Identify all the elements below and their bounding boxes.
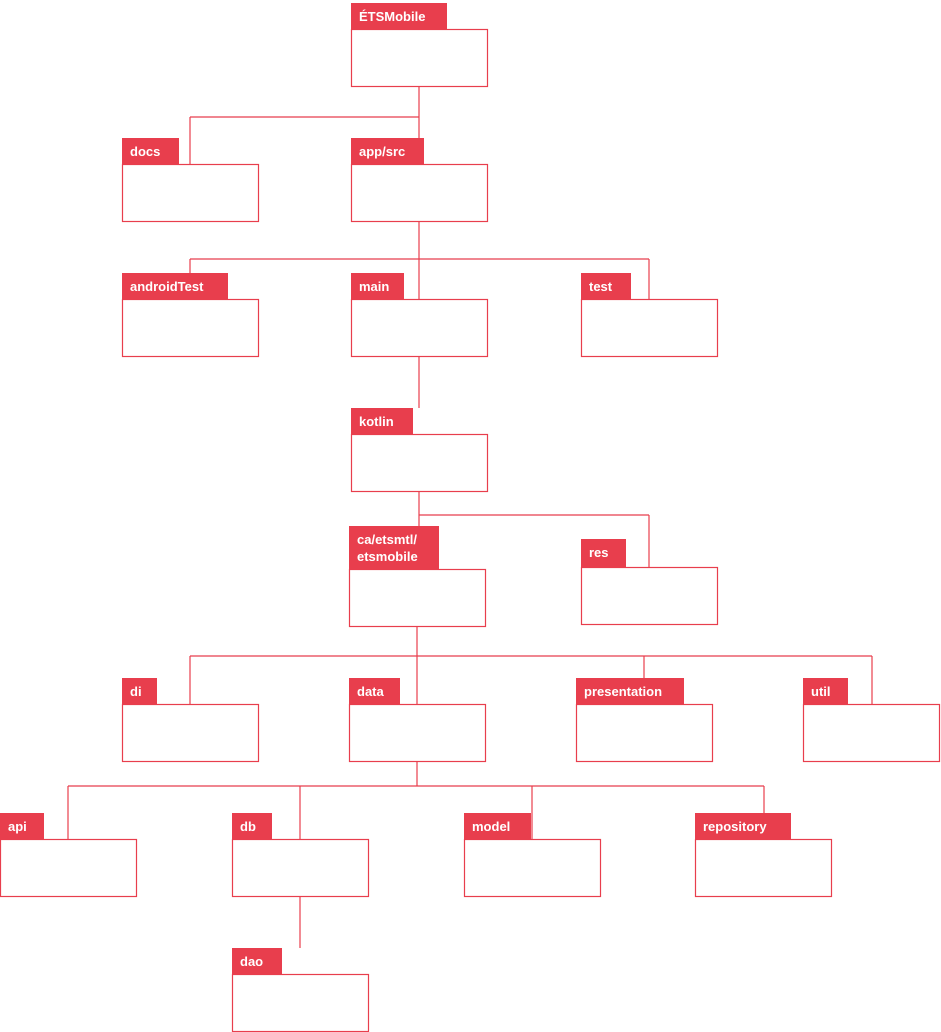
folder-box <box>694 838 833 898</box>
connector-etsmobile <box>189 86 420 164</box>
connector-data <box>67 761 765 839</box>
folder-tab <box>122 273 228 299</box>
folder-tab <box>232 813 272 839</box>
folder-label: ÉTSMobile <box>359 9 425 24</box>
folder-label: app/src <box>359 144 405 159</box>
folder-label: presentation <box>584 684 662 699</box>
folder-box <box>121 298 260 358</box>
folder-api: api <box>0 813 138 898</box>
folder-label: kotlin <box>359 414 394 429</box>
folder-di: di <box>121 678 260 763</box>
folder-box <box>350 28 489 88</box>
folder-tab <box>232 948 282 974</box>
folder-box <box>231 838 370 898</box>
folder-box <box>231 973 370 1032</box>
folder-label: model <box>472 819 510 834</box>
folder-tab <box>803 678 848 704</box>
connector-ca <box>189 626 873 704</box>
folder-label: main <box>359 279 389 294</box>
folder-label: androidTest <box>130 279 204 294</box>
folder-box <box>463 838 602 898</box>
folder-res: res <box>580 539 719 626</box>
folder-presentation: presentation <box>575 678 714 763</box>
folder-model: model <box>463 813 602 898</box>
folder-label: api <box>8 819 27 834</box>
folder-box <box>802 703 941 763</box>
folder-tab <box>351 408 413 434</box>
folder-repository: repository <box>694 813 833 898</box>
tree-nodes: ÉTSMobile docs app/src androidTest main test k… <box>0 3 941 1032</box>
folder-label: repository <box>703 819 767 834</box>
folder-tab <box>0 813 44 839</box>
folder-tab <box>581 539 626 567</box>
folder-tab <box>122 138 179 164</box>
connector-appsrc <box>189 221 650 299</box>
folder-label: test <box>589 279 613 294</box>
folder-box <box>348 568 487 628</box>
folder-kotlin: kotlin <box>350 408 489 493</box>
folder-ca: ca/etsmtl/etsmobile <box>348 526 487 628</box>
folder-box <box>0 838 138 898</box>
folder-label: db <box>240 819 256 834</box>
folder-label: etsmobile <box>357 549 418 564</box>
folder-tab <box>695 813 791 839</box>
folder-label: res <box>589 545 609 560</box>
folder-tab <box>122 678 157 704</box>
folder-docs: docs <box>121 138 260 223</box>
folder-tab <box>576 678 684 704</box>
folder-etsmobile: ÉTSMobile <box>350 3 489 88</box>
folder-main: main <box>350 273 489 358</box>
folder-tab <box>351 3 447 29</box>
folder-tab <box>349 526 439 569</box>
folder-box <box>350 433 489 493</box>
folder-test: test <box>580 273 719 358</box>
folder-box <box>580 566 719 626</box>
folder-label: util <box>811 684 831 699</box>
folder-label: di <box>130 684 142 699</box>
folder-box <box>121 163 260 223</box>
folder-tab <box>581 273 631 299</box>
folder-tab <box>351 138 424 164</box>
folder-box <box>348 703 487 763</box>
folder-box <box>575 703 714 763</box>
folder-label: docs <box>130 144 160 159</box>
folder-label: data <box>357 684 385 699</box>
folder-util: util <box>802 678 941 763</box>
folder-tab <box>351 273 404 299</box>
folder-label: ca/etsmtl/ <box>357 532 417 547</box>
folder-box <box>121 703 260 763</box>
folder-tab <box>349 678 400 704</box>
folder-appsrc: app/src <box>350 138 489 223</box>
folder-androidtest: androidTest <box>121 273 260 358</box>
folder-box <box>350 298 489 358</box>
folder-db: db <box>231 813 370 898</box>
folder-box <box>350 163 489 223</box>
folder-tab <box>464 813 531 839</box>
folder-data: data <box>348 678 487 763</box>
folder-box <box>580 298 719 358</box>
folder-dao: dao <box>231 948 370 1032</box>
connector-kotlin <box>418 491 650 567</box>
tree-edges <box>67 86 873 948</box>
folder-label: dao <box>240 954 263 969</box>
